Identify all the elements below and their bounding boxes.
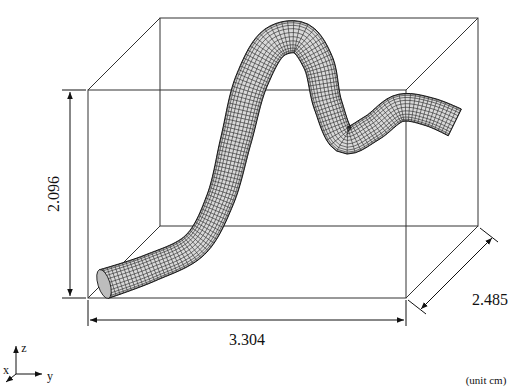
dimension-label: 2.485 <box>472 292 508 308</box>
dimension-lines <box>62 90 498 326</box>
mesh-line <box>100 23 460 272</box>
extension-line <box>480 228 498 242</box>
extension-line <box>88 300 89 326</box>
unit-note: (unit cm) <box>466 375 507 386</box>
mesh-line <box>108 52 448 298</box>
tube-end <box>94 268 114 300</box>
mesh-line <box>107 48 450 294</box>
dimension-label: 2.096 <box>46 176 62 212</box>
extension-line <box>406 300 407 326</box>
tube-centerline <box>104 37 458 284</box>
tube-mesh <box>94 21 462 300</box>
mesh-line <box>105 41 453 288</box>
axis-label: z <box>21 342 26 354</box>
mesh-line <box>102 29 458 277</box>
axis-label: y <box>47 370 53 382</box>
bounding-box <box>88 18 478 298</box>
width-dimension <box>90 320 404 321</box>
mesh-line <box>103 33 457 281</box>
z-axis <box>16 346 17 374</box>
height-dimension <box>70 92 71 296</box>
mesh-line <box>101 25 460 274</box>
tube-outline <box>100 21 462 299</box>
mesh-line <box>108 51 449 297</box>
dimension-label: 3.304 <box>229 332 265 348</box>
y-axis <box>16 374 42 375</box>
extension-line <box>62 298 86 299</box>
axis-label: x <box>3 364 9 376</box>
box-edge <box>406 18 478 90</box>
box-edge <box>88 18 160 90</box>
mesh-line <box>106 45 451 291</box>
extension-line <box>62 90 86 91</box>
box-edge <box>406 226 478 298</box>
mesh-line <box>104 37 455 284</box>
